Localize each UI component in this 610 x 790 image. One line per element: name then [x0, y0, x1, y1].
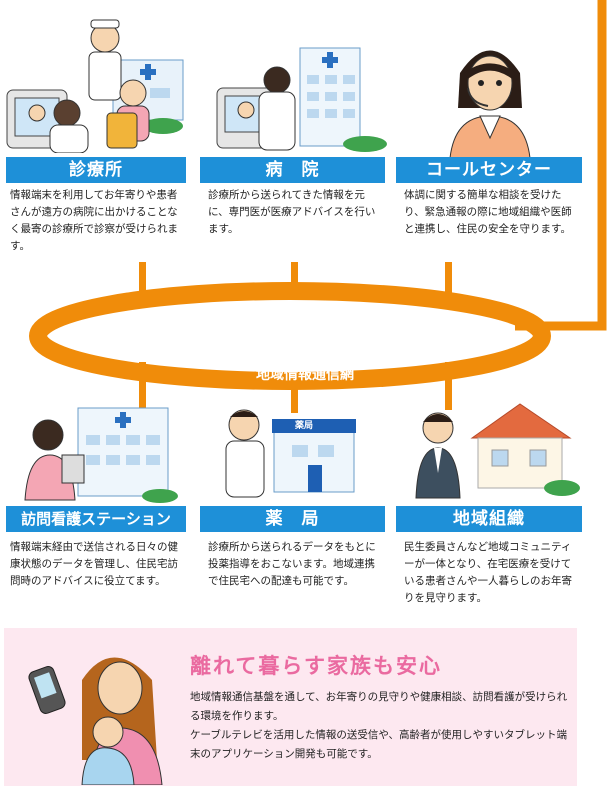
pharmacy-illustration [225, 409, 356, 498]
callcenter-illustration [449, 50, 531, 158]
pharmacy-sign: 薬局 [294, 421, 313, 431]
network-diagram [29, 0, 607, 413]
desc-hospital: 診療所から送られてきた情報を元に、専門医が医療アドバイスを行います。 [208, 189, 376, 235]
hospital-illustration [216, 47, 387, 152]
family-text-line1: 地域情報通信基盤を通して、お年寄りの見守りや健康相談、訪問看護が受けられる環境を… [190, 691, 568, 722]
desc-pharmacy: 診療所から送られるデータをもとに投薬指導をおこないます。地域連携で住民宅への配達… [208, 541, 376, 587]
family-text: 地域情報通信基盤を通して、お年寄りの見守りや健康相談、訪問看護が受けられる環境を… [190, 688, 570, 764]
connector-nursing [139, 362, 146, 410]
connector-community [445, 362, 452, 410]
nursing-illustration [24, 407, 178, 503]
connector-hospital [291, 262, 298, 292]
network-label: 地域情報通信網 [256, 367, 354, 383]
connector-pharmacy [291, 385, 298, 413]
label-nursing: 訪問看護ステーション [6, 506, 186, 532]
family-title: 離れて暮らす家族も安心 [190, 654, 442, 678]
clinic-illustration [6, 19, 184, 153]
mother-baby-illustration [28, 657, 163, 785]
label-pharmacy: 薬 局 [200, 506, 385, 532]
network-ring [29, 282, 551, 390]
desc-callcenter: 体調に関する簡単な相談を受けたり、緊急通報の際に地域組織や医師と連携し、住民の安… [404, 189, 572, 235]
label-clinic: 診療所 [6, 157, 186, 183]
connector-clinic [139, 262, 146, 304]
label-hospital: 病 院 [200, 157, 385, 183]
family-text-line2: ケーブルテレビを活用した情報の送受信や、高齢者が使用しやすいタブレット端末のアプ… [190, 729, 567, 760]
connector-callcenter [445, 262, 452, 304]
community-illustration [415, 403, 580, 499]
label-community: 地域組織 [396, 506, 582, 532]
label-callcenter: コールセンター [396, 157, 582, 183]
desc-community: 民生委員さんなど地域コミュニティーが一体となり、在宅医療を受けている患者さんや一… [404, 541, 572, 604]
desc-nursing: 情報端末経由で送信される日々の健康状態のデータを管理し、住民宅訪問時のアドバイス… [10, 541, 178, 587]
desc-clinic: 情報端末を利用してお年寄りや患者さんが遠方の病院に出かけることなく最寄の診療所で… [10, 189, 178, 252]
